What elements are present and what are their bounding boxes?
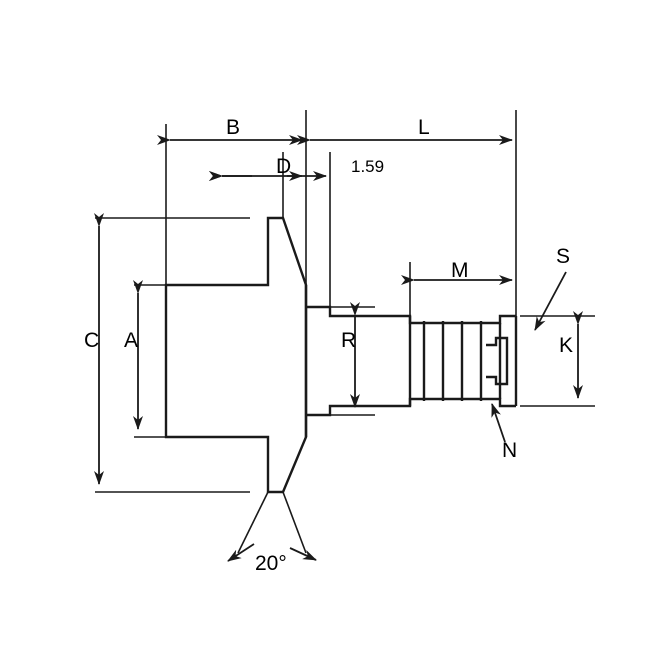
dimension-label-M: M [451, 259, 469, 282]
dimension-label-L: L [418, 116, 430, 139]
dimension-label-A: A [124, 329, 139, 352]
dimension-label-N: N [502, 439, 518, 462]
dimension-arrows [94, 135, 583, 485]
part-outline [164, 216, 518, 494]
dimension-label-S: S [556, 245, 571, 268]
dimension-label-D: D [276, 155, 292, 178]
extension-lines [95, 110, 595, 493]
angle-guide-lines [237, 491, 307, 554]
dimension-label-C: C [84, 329, 100, 352]
dimension-label-taper-angle: 20° [255, 552, 287, 575]
dimension-label-B: B [226, 116, 241, 139]
dimension-label-1-59: 1.59 [351, 157, 385, 176]
dimension-label-K: K [559, 334, 574, 357]
leader-lines [227, 271, 567, 562]
dimension-label-R: R [341, 329, 357, 352]
